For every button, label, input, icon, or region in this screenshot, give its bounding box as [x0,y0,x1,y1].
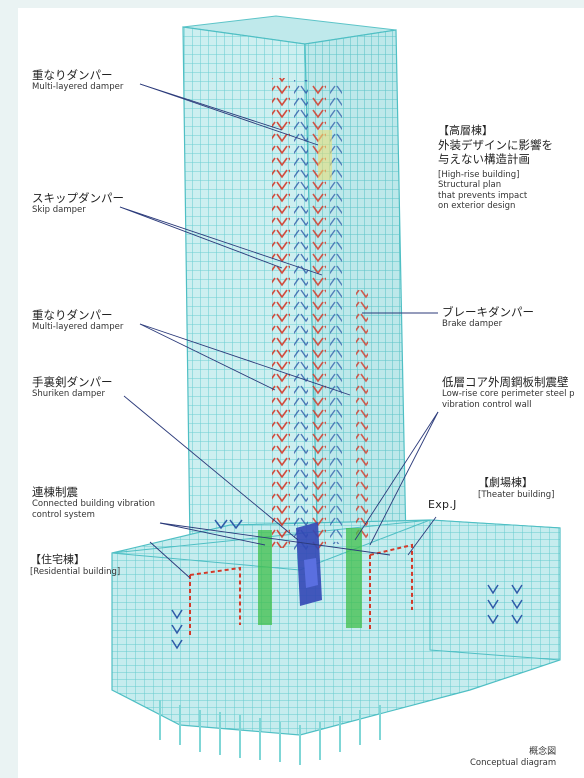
label-en: [Theater building] [478,489,555,500]
label-jp: 低層コア外周鋼板制震壁 [442,375,569,389]
label-jp: 重なりダンパー [32,68,113,82]
label-high-rise: 【高層棟】 外装デザインに影響を 与えない構造計画 [High-rise bui… [438,124,553,212]
label-jp: 【高層棟】 [438,124,493,137]
steel-plate-walls [258,528,362,628]
label-en: on exterior design [438,201,516,212]
label-multi-layered-mid: 重なりダンパー Multi-layered damper [32,308,123,333]
label-en: Skip damper [32,205,86,216]
label-en: Brake damper [442,319,503,330]
label-shuriken-damper: 手裏剣ダンパー Shuriken damper [32,375,113,400]
label-en: Structural plan [438,180,502,191]
label-en: Conceptual diagram [470,758,557,769]
label-en: control system [32,510,95,520]
label-jp: 与えない構造計画 [438,152,530,167]
label-en: [High-rise building] [438,169,520,180]
core-dampers [272,78,368,552]
label-en: [Residential building] [30,566,121,577]
label-brake-damper: ブレーキダンパー Brake damper [442,305,534,330]
label-multi-layered-top: 重なりダンパー Multi-layered damper [32,68,123,93]
label-jp: 連棟制震 [32,485,78,499]
label-conceptual: 概念図 Conceptual diagram [470,747,556,769]
label-residential: 【住宅棟】 [Residential building] [30,553,120,577]
shuriken-damper [296,522,322,606]
label-jp: スキップダンパー [32,191,124,205]
label-en: Multi-layered damper [32,82,124,93]
label-skip-damper: スキップダンパー Skip damper [32,191,124,216]
label-en: that prevents impact [438,190,528,201]
foundation-columns [159,700,381,765]
podium-dampers [171,519,523,650]
label-theater: 【劇場棟】 [Theater building] [478,476,554,500]
label-low-rise-wall: 低層コア外周鋼板制震壁 Low-rise core perimeter stee… [442,375,575,411]
label-jp: 概念図 [529,747,557,757]
label-jp: ブレーキダンパー [442,305,534,319]
label-en: vibration control wall [442,400,532,410]
label-en: Shuriken damper [32,389,105,400]
label-en: Multi-layered damper [32,322,124,333]
label-en: Connected building vibration [32,499,155,510]
label-connected-building: 連棟制震 Connected building vibration contro… [32,485,155,521]
connected-dampers [189,543,413,635]
low-rise-podium [111,519,561,736]
label-exp-j: Exp.J [428,498,457,511]
label-jp: 手裏剣ダンパー [32,375,113,389]
label-jp: 外装デザインに影響を [438,137,553,152]
label-en: Low-rise core perimeter steel p [442,389,575,400]
label-jp: 【住宅棟】 [30,553,85,566]
label-jp: 【劇場棟】 [478,476,533,489]
label-jp: 重なりダンパー [32,308,113,322]
leader-lines [119,83,439,579]
